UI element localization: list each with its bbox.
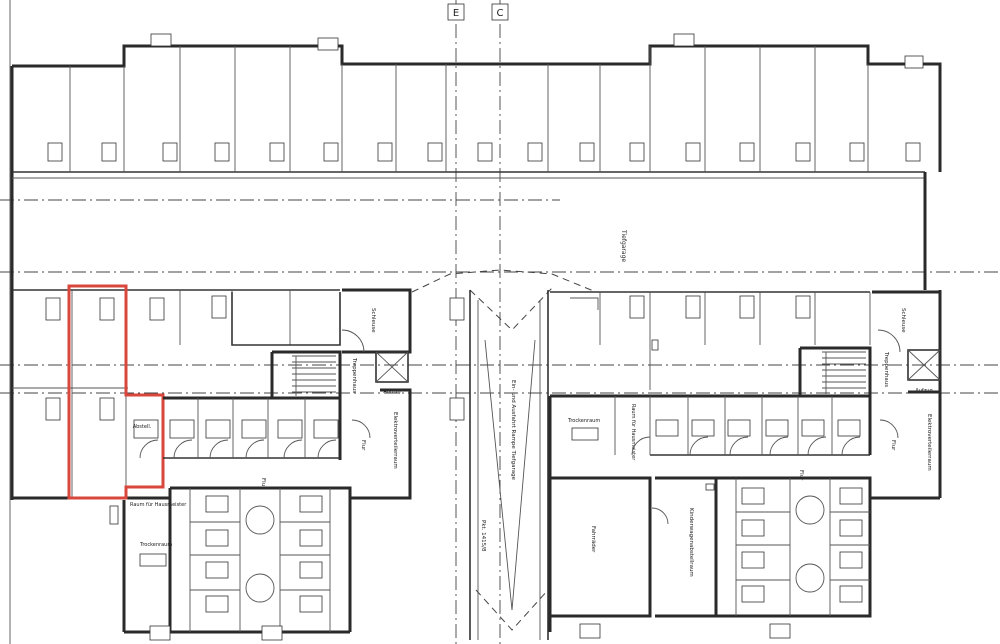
flur-center-right-label: Flur <box>798 470 804 481</box>
top-parking-row <box>10 33 942 500</box>
axis-label-c: C <box>497 8 504 19</box>
tiefgarage-label: Tiefgarage <box>620 229 627 262</box>
kinderwagen-label: Kinderwagenabstellraum <box>688 508 694 577</box>
ramp-note-label: Pkt. 1415/8 <box>480 520 486 552</box>
treppenhaus-left-label: Treppenhaus <box>351 357 357 393</box>
trockenraum-left-label: Trockenraum <box>139 542 172 548</box>
storage-tags-right <box>741 487 863 603</box>
flur-center-left-label: Flur <box>260 478 266 489</box>
central-ramp: Ein- und Ausfahrt Rampe Tiefgarage Pkt. … <box>411 269 597 640</box>
storage-tags-left <box>205 495 323 613</box>
elektro-right-label: Elektroverteilerraum <box>926 414 932 471</box>
aufzug-left-label: Aufzug <box>383 389 400 395</box>
trockenraum-right-label: Trockenraum <box>567 418 600 424</box>
left-service-core: Treppenhaus Schleuse Aufzug Flur Elektro… <box>270 288 412 500</box>
parking-dividers-top <box>69 46 869 172</box>
abstell-label: Abstell. <box>133 424 152 430</box>
treppenhaus-right-label: Treppenhaus <box>883 351 889 387</box>
flur-right-label: Flur <box>890 440 896 451</box>
parking-number-tags-top <box>47 142 921 162</box>
right-storage-block: Trockenraum Raum für Hausmeister Fahrräd… <box>548 394 872 639</box>
flur-left-label: Flur <box>360 440 366 451</box>
ramp-label: Ein- und Ausfahrt Rampe Tiefgarage <box>510 380 516 481</box>
raum-hausmeister-right-label: Raum für Hausmeister <box>630 404 636 461</box>
axis-label-e: E <box>453 8 459 19</box>
right-lower-parking <box>550 291 871 390</box>
schleuse-right-label: Schleuse <box>900 308 906 333</box>
highlight-outline <box>67 284 165 500</box>
axis-markers: E C <box>447 0 509 644</box>
left-storage-block: Abstell. Flur <box>109 396 352 641</box>
raum-hausmeister-label: Raum für Hausmeister <box>130 502 187 508</box>
left-lower-parking <box>12 289 341 500</box>
fahrraeder-label: Fahrräder <box>590 526 596 553</box>
schleuse-left-label: Schleuse <box>370 308 376 333</box>
elektro-left-label: Elektroverteilerraum <box>392 412 398 469</box>
